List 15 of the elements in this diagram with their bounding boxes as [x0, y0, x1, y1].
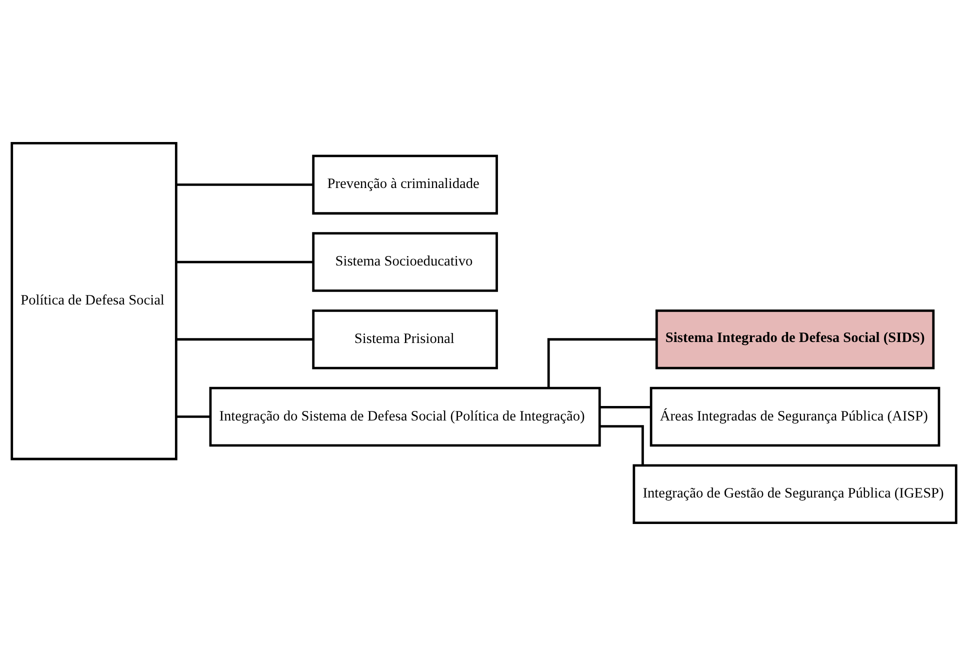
- connector: [176, 338, 314, 341]
- node-box: Sistema Integrado de Defesa Social (SIDS): [655, 309, 935, 370]
- node-box: Integração do Sistema de Defesa Social (Política de Integração): [209, 386, 601, 447]
- connector: [600, 406, 651, 408]
- node-box: Integração de Gestão de Segurança Pública (IGESP): [632, 464, 958, 524]
- connector: [176, 183, 314, 186]
- connector: [176, 260, 314, 264]
- connector: [547, 338, 656, 388]
- node-box: Sistema Prisional: [312, 309, 498, 370]
- connector: [600, 425, 644, 466]
- connector: [176, 416, 210, 418]
- node-box: Política de Defesa Social: [10, 142, 178, 460]
- node-box: Prevenção à criminalidade: [312, 154, 498, 215]
- node-box: Sistema Socioeducativo: [312, 232, 498, 292]
- node-box: Áreas Integradas de Segurança Pública (AISP): [650, 386, 940, 447]
